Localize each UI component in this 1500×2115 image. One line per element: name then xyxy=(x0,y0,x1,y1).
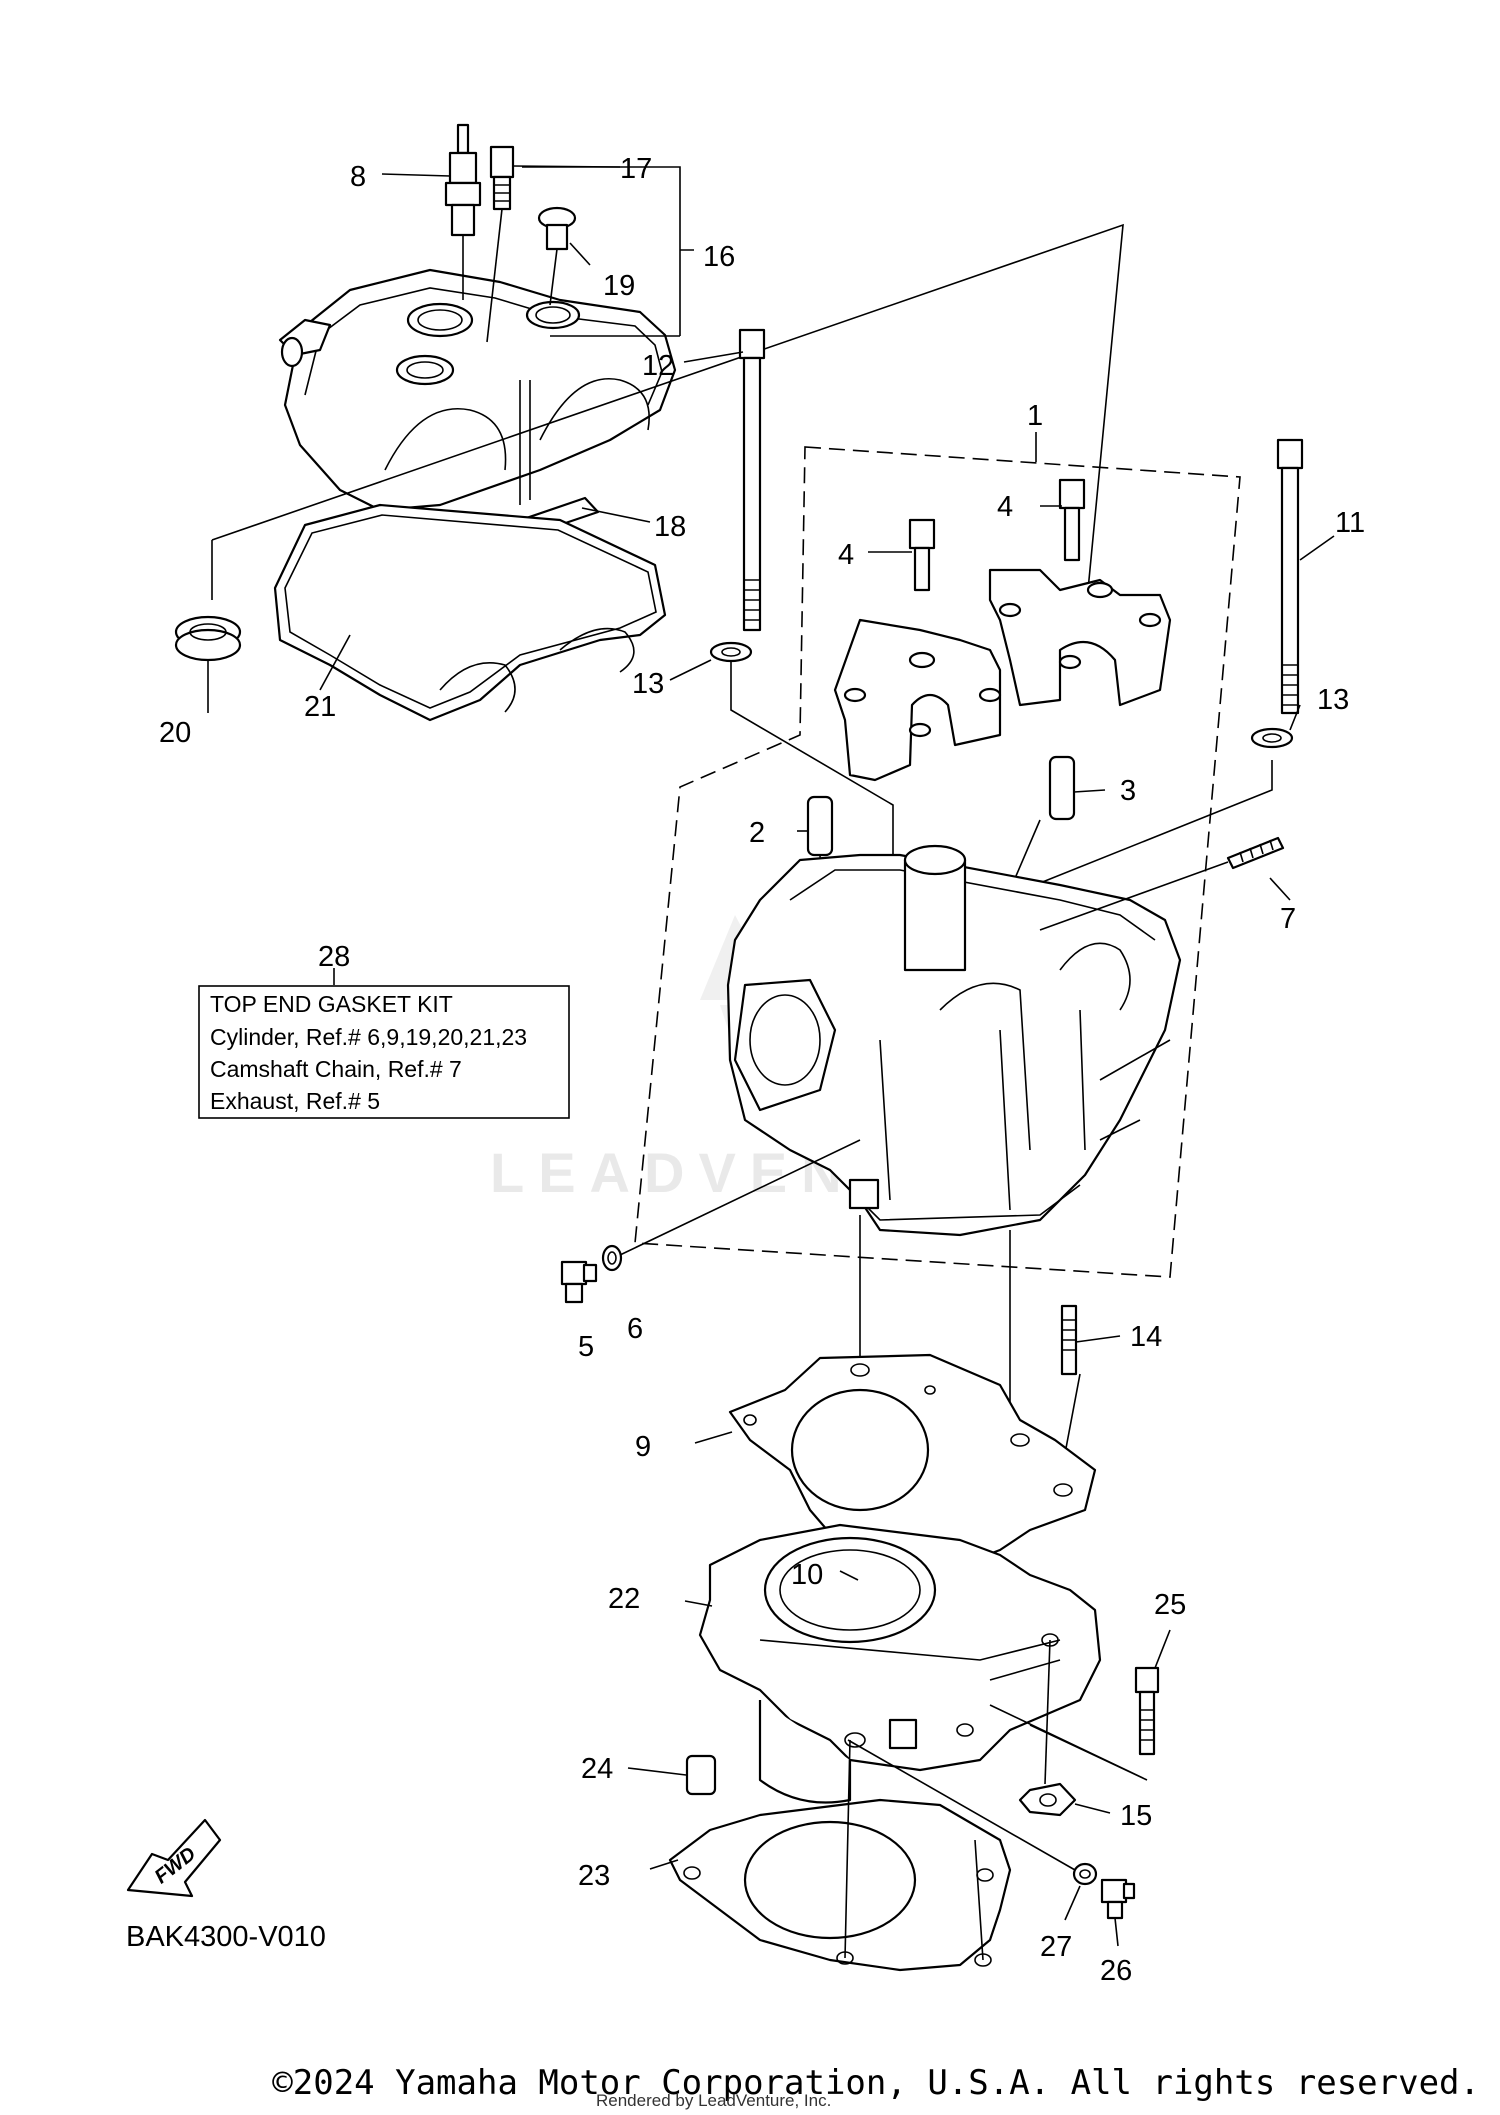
chain-guide-stud xyxy=(1039,836,1285,931)
callout-19: 19 xyxy=(603,270,635,302)
callout-18: 18 xyxy=(654,511,686,543)
kit-title: TOP END GASKET KIT xyxy=(210,991,453,1017)
callout-10: 10 xyxy=(791,1559,823,1591)
dowel-pin-24 xyxy=(685,1754,717,1796)
callout-2: 2 xyxy=(749,817,765,849)
head-gasket xyxy=(728,1353,1097,1567)
cylinder xyxy=(698,1523,1102,1804)
callout-27: 27 xyxy=(1040,1931,1072,1963)
kit-line-2: Camshaft Chain, Ref.# 7 xyxy=(210,1056,462,1082)
cam-cap-bolt-a xyxy=(1058,478,1086,562)
washer-6 xyxy=(601,1139,861,1272)
callout-21: 21 xyxy=(304,691,336,723)
plug-seal xyxy=(174,615,242,662)
callout-22: 22 xyxy=(608,1583,640,1615)
callout-23: 23 xyxy=(578,1860,610,1892)
valve-cover xyxy=(278,268,677,512)
callout-7: 7 xyxy=(1280,903,1296,935)
spark-plug xyxy=(444,123,482,300)
cam-cap-bolt-b xyxy=(908,518,936,592)
plug-bolt-5 xyxy=(560,1260,598,1304)
dowel-pin-3 xyxy=(1009,755,1076,891)
callout-25: 25 xyxy=(1154,1589,1186,1621)
callout-4a: 4 xyxy=(997,491,1013,523)
copyright-text: ©2024 Yamaha Motor Corporation, U.S.A. A… xyxy=(272,2063,1480,2103)
callout-3: 3 xyxy=(1120,775,1136,807)
plug-bolt-26 xyxy=(1100,1878,1136,1920)
cam-cap-left xyxy=(833,618,1002,782)
callout-24: 24 xyxy=(581,1753,613,1785)
cylinder-head xyxy=(726,844,1182,1237)
callout-4b: 4 xyxy=(838,539,854,571)
kit-line-3: Exhaust, Ref.# 5 xyxy=(210,1088,380,1114)
callout-labels: 1 2 3 4 4 5 6 7 8 9 10 11 12 13 13 14 15… xyxy=(159,153,1365,1987)
base-gasket xyxy=(668,1739,1012,1972)
callout-16: 16 xyxy=(703,241,735,273)
cover-grommet xyxy=(537,206,577,306)
washer-27 xyxy=(1072,1862,1098,1886)
callout-20: 20 xyxy=(159,717,191,749)
callout-28: 28 xyxy=(318,941,350,973)
callout-26: 26 xyxy=(1100,1955,1132,1987)
diagram-code: BAK4300-V010 xyxy=(126,1921,326,1953)
callout-8: 8 xyxy=(350,161,366,193)
cylinder-bolt-25 xyxy=(989,1666,1160,1781)
callout-17: 17 xyxy=(620,153,652,185)
cover-bolt xyxy=(486,145,515,343)
cover-gasket xyxy=(273,503,667,722)
gasket-kit-box: TOP END GASKET KIT Cylinder, Ref.# 6,9,1… xyxy=(198,985,570,1119)
callout-12: 12 xyxy=(642,350,674,382)
callout-9: 9 xyxy=(635,1431,651,1463)
callout-13a: 13 xyxy=(632,668,664,700)
kit-line-1: Cylinder, Ref.# 6,9,19,20,21,23 xyxy=(210,1024,527,1050)
rendered-by-text: Rendered by LeadVenture, Inc. xyxy=(596,2091,831,2110)
fwd-arrow-icon: FWD xyxy=(126,1818,222,1898)
assembly-outline xyxy=(634,446,1241,1278)
callout-6: 6 xyxy=(627,1313,643,1345)
stud-bolt-11 xyxy=(1034,438,1304,886)
callout-11: 11 xyxy=(1335,507,1365,539)
cam-cap-right xyxy=(988,568,1172,707)
callout-15: 15 xyxy=(1120,1800,1152,1832)
callout-1: 1 xyxy=(1027,400,1043,432)
cylinder-nut-15 xyxy=(1018,1639,1077,1817)
callout-leaders xyxy=(207,165,1335,1947)
callout-13b: 13 xyxy=(1317,684,1349,716)
callout-5: 5 xyxy=(578,1331,594,1363)
callout-14: 14 xyxy=(1130,1321,1162,1353)
stud-14 xyxy=(1060,1304,1078,1376)
